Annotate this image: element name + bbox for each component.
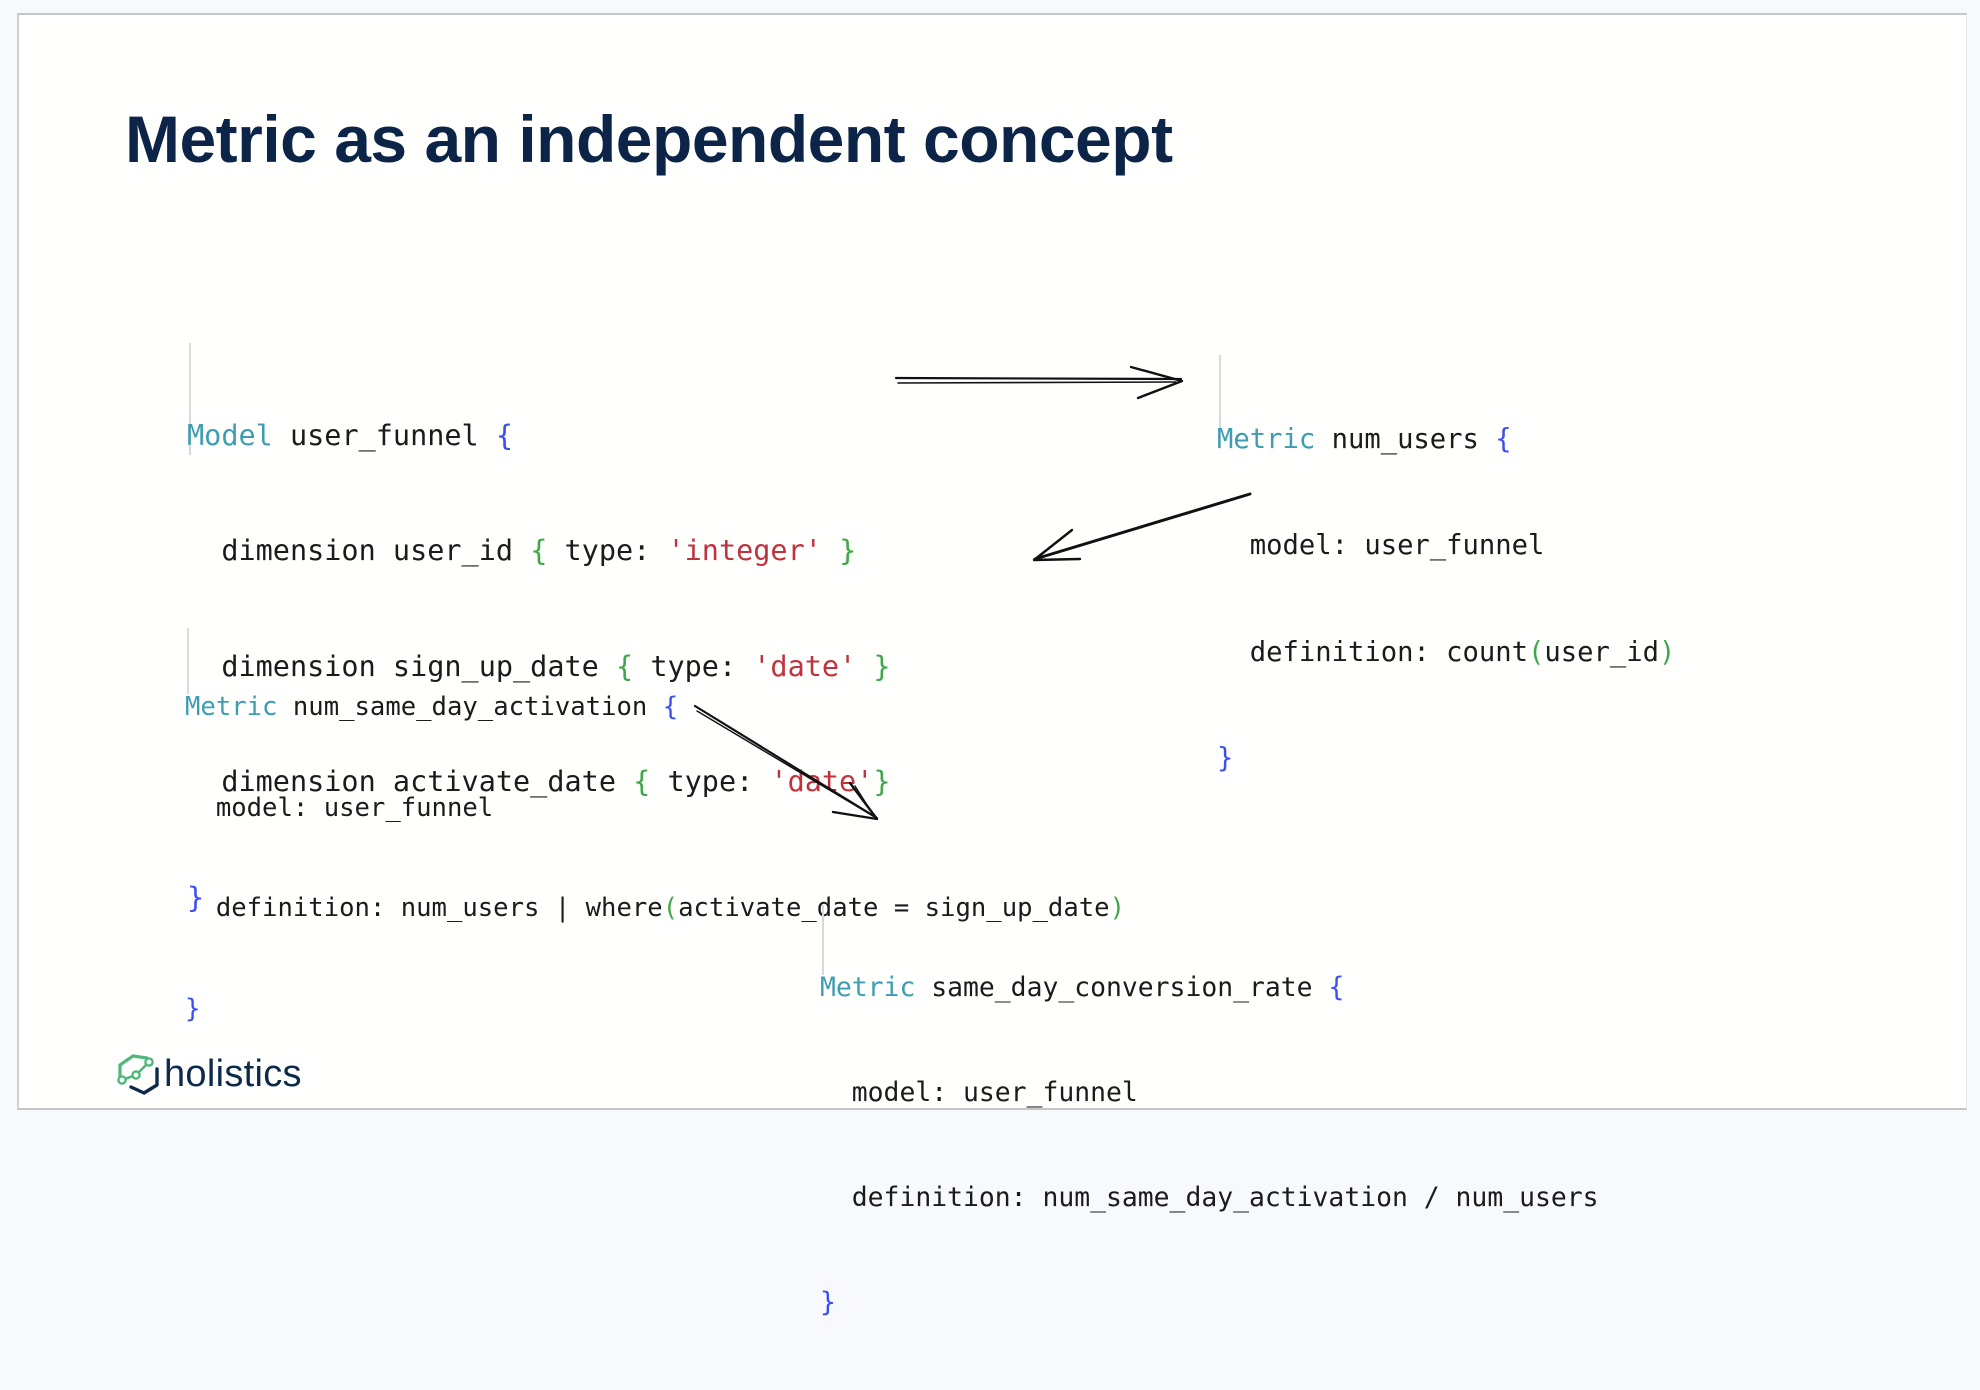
code-line-close: } <box>185 993 1125 1027</box>
paren-open: ( <box>1528 636 1545 668</box>
model-name: user_funnel <box>289 418 479 452</box>
code-line-dimension: dimension sign_up_date { type: 'date' } <box>187 648 891 687</box>
code-line-definition: definition: num_same_day_activation / nu… <box>820 1180 1599 1215</box>
code-block-metric-num-same-day-activation: Metric num_same_day_activation { model: … <box>185 590 1125 1094</box>
code-block-metric-num-users: Metric num_users { model: user_funnel de… <box>1217 315 1675 848</box>
code-line-close: } <box>1217 741 1675 777</box>
paren-open: ( <box>662 893 679 924</box>
inner-close-brace: } <box>856 649 891 683</box>
indent-guide <box>189 343 191 455</box>
keyword: Model <box>187 418 273 452</box>
code-line-header: Model user_funnel { <box>187 417 891 456</box>
open-brace: { <box>1328 972 1345 1003</box>
inner-open-brace: { <box>633 765 651 798</box>
close-brace: } <box>1217 743 1234 774</box>
open-brace: { <box>662 691 679 722</box>
open-brace: { <box>495 418 514 452</box>
metric-name: same_day_conversion_rate <box>931 972 1313 1003</box>
code-line-definition: definition: count(user_id) <box>1217 635 1676 671</box>
code-line-model: model: user_funnel <box>820 1075 1599 1110</box>
paren-close: ) <box>1109 893 1125 924</box>
close-brace: } <box>187 880 205 914</box>
model-ref: model: user_funnel <box>851 1077 1138 1108</box>
inner-close-brace: } <box>821 534 857 567</box>
close-brace: } <box>185 994 201 1025</box>
slide: Metric as an independent concept Model u… <box>17 13 1967 1318</box>
code-line-model: model: user_funnel <box>185 792 1125 826</box>
type-value: 'date' <box>753 649 857 683</box>
code-line-header: Metric num_users { <box>1217 422 1675 458</box>
keyword: Metric <box>185 691 278 722</box>
type-key: type: <box>633 649 754 683</box>
holistics-wordmark: holistics <box>164 1052 302 1095</box>
slide-title: Metric as an independent concept <box>125 102 1173 176</box>
paren-close: ) <box>1658 636 1676 668</box>
metric-name: num_users <box>1331 423 1479 455</box>
indent-guide <box>822 905 824 975</box>
indent-guide <box>187 628 189 694</box>
type-key: type: <box>547 534 668 567</box>
holistics-logo: holistics <box>116 1051 302 1097</box>
code-line-close: } <box>820 1285 1599 1320</box>
definition-arg: user_id <box>1544 636 1659 668</box>
code-line-model: model: user_funnel <box>1217 528 1675 564</box>
dimension-decl: dimension sign_up_date <box>221 649 616 683</box>
metric-name: num_same_day_activation <box>292 691 648 722</box>
inner-open-brace: { <box>615 649 634 683</box>
definition-arg: activate_date = sign_up_date <box>678 893 1110 924</box>
code-line-definition: definition: num_users | where(activate_d… <box>185 892 1125 926</box>
holistics-logo-icon <box>117 1054 159 1095</box>
definition: definition: num_same_day_activation / nu… <box>851 1182 1599 1213</box>
code-line-dimension: dimension user_id { type: 'integer' } <box>187 532 891 571</box>
model-ref: model: user_funnel <box>215 792 494 823</box>
dimension-decl: dimension activate_date <box>221 765 634 798</box>
definition-prefix: definition: num_users | where <box>215 893 663 924</box>
keyword: Metric <box>1217 423 1316 455</box>
code-line-header: Metric same_day_conversion_rate { <box>820 970 1599 1005</box>
close-brace: } <box>820 1287 836 1318</box>
model-ref: model: user_funnel <box>1249 530 1545 561</box>
indent-guide <box>1219 355 1221 430</box>
code-line-header: Metric num_same_day_activation { <box>185 691 1125 725</box>
type-value: 'integer' <box>667 534 822 567</box>
definition-prefix: definition: count <box>1249 636 1529 668</box>
code-block-metric-same-day-conversion-rate: Metric same_day_conversion_rate { model:… <box>820 865 1599 1390</box>
code-line-close: } <box>187 879 891 918</box>
inner-open-brace: { <box>530 534 548 567</box>
open-brace: { <box>1495 423 1512 455</box>
code-block-model-user-funnel: Model user_funnel { dimension user_id { … <box>187 301 891 994</box>
dimension-decl: dimension user_id <box>221 534 531 567</box>
keyword: Metric <box>820 972 916 1003</box>
